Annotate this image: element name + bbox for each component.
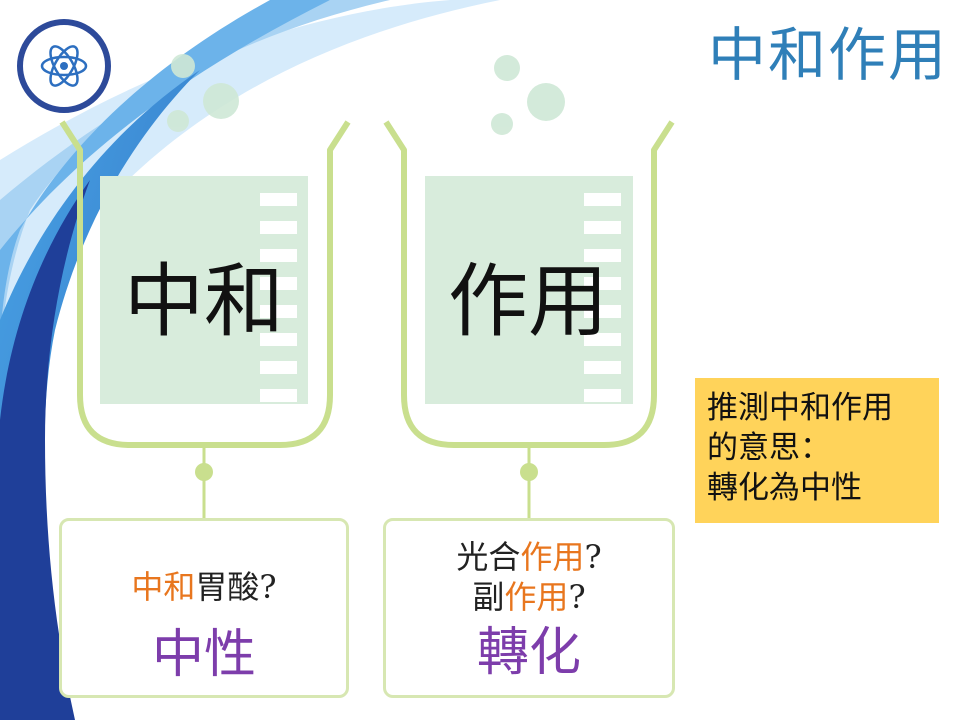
note-line-3: 轉化為中性 <box>707 470 862 506</box>
note-line-1: 推測中和作用 <box>707 390 893 426</box>
right-q2-highlight: 作用 <box>504 578 569 616</box>
left-answer-word: 中性 <box>151 625 256 685</box>
left-beaker-word: 中和 <box>124 255 284 348</box>
right-question-line-1: 光合作用? <box>386 537 672 577</box>
right-question-line-2: 副作用? <box>386 577 672 617</box>
right-answer-box: 光合作用? 副作用? 轉化 <box>383 518 675 698</box>
left-question-rest: 胃酸? <box>195 568 277 606</box>
right-beaker-word: 作用 <box>448 255 608 348</box>
right-q2-part1: 副 <box>472 578 505 616</box>
right-q2-mark: ? <box>568 578 586 616</box>
right-beaker <box>383 120 675 520</box>
atom-logo-icon <box>17 19 111 113</box>
inference-note: 推測中和作用 的意思： 轉化為中性 <box>695 378 939 523</box>
left-beaker <box>59 120 351 520</box>
left-question: 中和胃酸? <box>62 567 346 607</box>
left-answer-box: 中和胃酸? 中性 <box>59 518 349 698</box>
right-q1-mark: ? <box>584 538 602 576</box>
left-question-highlight: 中和 <box>131 568 196 606</box>
right-q1-part1: 光合 <box>456 538 521 576</box>
slide-title: 中和作用 <box>707 21 948 89</box>
note-line-2: 的意思： <box>707 430 831 466</box>
bubbles <box>167 54 565 135</box>
right-q1-highlight: 作用 <box>520 538 585 576</box>
right-answer-word: 轉化 <box>476 623 581 683</box>
